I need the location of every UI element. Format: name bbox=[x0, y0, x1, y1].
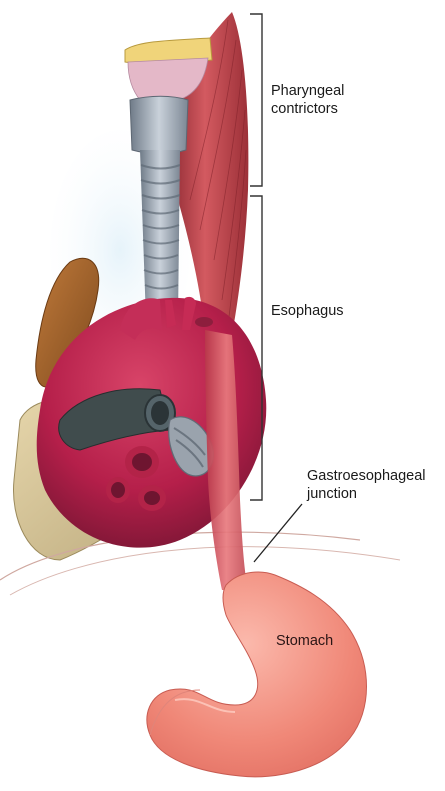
label-esophagus: Esophagus bbox=[271, 302, 344, 320]
label-pharyngeal-line-1: Pharyngeal bbox=[271, 82, 344, 100]
label-gej-line-1: Gastroesophageal bbox=[307, 467, 426, 485]
gej-leader-line bbox=[254, 504, 302, 562]
label-stomach: Stomach bbox=[276, 632, 333, 650]
stomach bbox=[147, 572, 367, 777]
label-gastroesophageal-junction: Gastroesophageal junction bbox=[307, 467, 426, 503]
bracket-pharyngeal bbox=[250, 14, 262, 186]
label-gej-line-2: junction bbox=[307, 485, 426, 503]
vessel-opening-inner bbox=[151, 401, 169, 425]
aortic-opening bbox=[195, 317, 213, 327]
label-pharyngeal-constrictors: Pharyngeal contrictors bbox=[271, 82, 344, 118]
label-pharyngeal-line-2: contrictors bbox=[271, 100, 344, 118]
